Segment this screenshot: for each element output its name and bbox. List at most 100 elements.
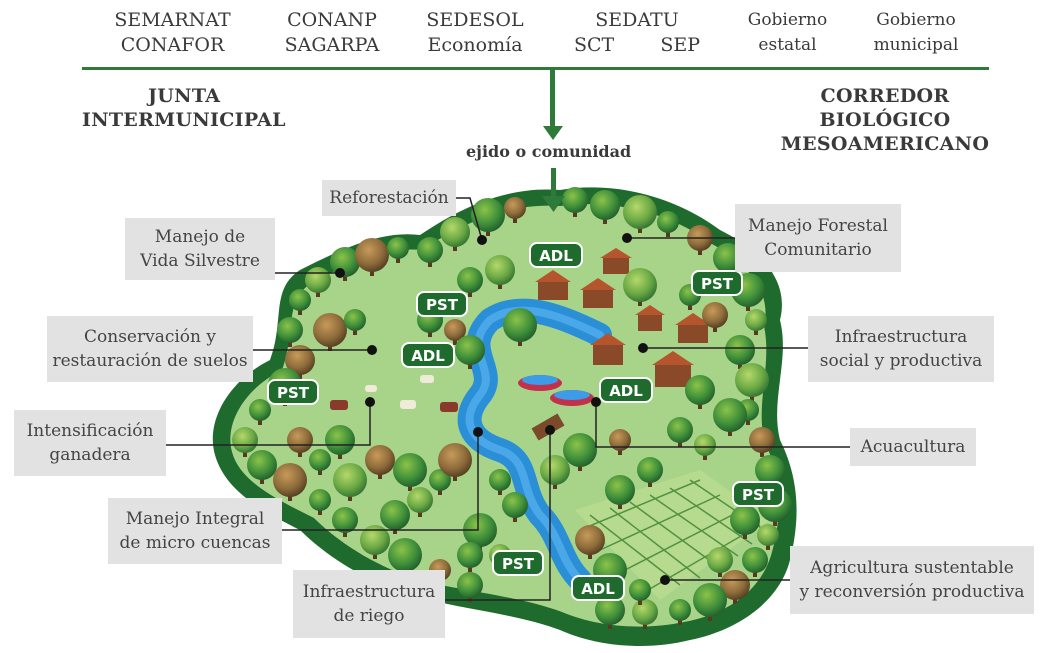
tree-canopy xyxy=(749,427,775,453)
tree-canopy xyxy=(444,319,466,341)
tree-canopy xyxy=(485,255,515,285)
label-line: Manejo de xyxy=(154,227,246,247)
header-divider-line xyxy=(82,67,989,70)
tree-canopy xyxy=(562,187,588,213)
label-line: Infraestructura xyxy=(834,327,968,347)
tree-canopy xyxy=(455,335,485,365)
tree-canopy xyxy=(457,572,483,598)
label-line: ganadera xyxy=(49,445,131,465)
tree-canopy xyxy=(685,375,715,405)
svg-text:PST: PST xyxy=(701,275,734,293)
tree-canopy xyxy=(313,313,347,347)
connector-lines xyxy=(165,197,850,601)
tree-canopy xyxy=(745,309,767,331)
label-line: restauración de suelos xyxy=(52,351,248,371)
tree-canopy xyxy=(742,547,768,573)
left-heading-line: JUNTA xyxy=(148,85,221,107)
tree-canopy xyxy=(730,505,760,535)
tree-canopy xyxy=(277,317,303,343)
badge-adl-2: ADL xyxy=(401,342,455,368)
tree-canopy xyxy=(667,417,693,443)
tree-canopy xyxy=(388,538,422,572)
tree-canopy xyxy=(669,599,691,621)
label-line: y reconversión productiva xyxy=(799,582,1025,602)
tree-canopy xyxy=(504,197,526,219)
label-line: Intensificación xyxy=(26,421,154,441)
badge-pst-4: PST xyxy=(732,481,784,507)
tree-canopy xyxy=(595,595,625,625)
label-conservacion-suelos: Conservación y restauración de suelos xyxy=(47,316,253,382)
tree-canopy xyxy=(438,443,472,477)
agency-line: SEDESOL xyxy=(426,9,524,31)
badge-adl-1: ADL xyxy=(529,242,583,268)
label-intensificacion-ganadera: Intensificación ganadera xyxy=(14,410,166,476)
tree-canopy xyxy=(720,570,750,600)
badge-pst-2: PST xyxy=(416,291,468,317)
agency-line: SAGARPA xyxy=(284,34,380,56)
tree-canopy xyxy=(540,455,570,485)
badge-adl-3: ADL xyxy=(599,377,653,403)
tree-canopy xyxy=(605,475,635,505)
agency-sedatu-sct-sep: SEDATU SCT SEP xyxy=(574,8,700,58)
tree-canopy xyxy=(360,525,390,555)
tree-canopy xyxy=(289,289,311,311)
agency-line: Economía xyxy=(427,34,523,56)
left-heading: JUNTA INTERMUNICIPAL xyxy=(82,84,286,132)
label-micro-cuencas: Manejo Integral de micro cuencas xyxy=(108,498,282,564)
down-arrow-shaft xyxy=(550,70,555,128)
tree-canopy xyxy=(309,449,331,471)
label-infraestructura-social: Infraestructura social y productiva xyxy=(808,316,994,382)
tree-canopy xyxy=(707,547,733,573)
tree-canopy xyxy=(694,434,716,456)
tree-canopy xyxy=(503,308,537,342)
center-label: ejido o comunidad xyxy=(466,142,632,161)
houses xyxy=(535,248,711,387)
tree-canopy xyxy=(429,469,451,491)
label-line: Infraestructura xyxy=(302,582,436,602)
label-line: Acuacultura xyxy=(860,437,966,457)
agency-gobierno-estatal: Gobierno estatal xyxy=(740,8,835,58)
tree-canopy xyxy=(232,427,258,453)
down-arrow-icon xyxy=(543,126,563,140)
label-manejo-forestal: Manejo Forestal Comunitario xyxy=(735,204,901,272)
left-heading-line: INTERMUNICIPAL xyxy=(82,109,286,131)
connector-dots xyxy=(335,233,670,585)
tree-canopy xyxy=(457,542,483,568)
tree-canopy xyxy=(693,583,727,617)
tree-canopy xyxy=(305,267,331,293)
tree-canopy xyxy=(463,513,497,547)
agency-line: CONANP xyxy=(287,9,377,31)
svg-text:ADL: ADL xyxy=(581,580,615,598)
tree-canopy xyxy=(637,457,663,483)
tree-canopy xyxy=(285,345,315,375)
tree-canopy xyxy=(407,487,433,513)
badge-pst-3: PST xyxy=(267,379,319,405)
agency-line: SEP xyxy=(660,34,700,56)
tree-canopy xyxy=(725,335,755,365)
agency-line: CONAFOR xyxy=(120,34,225,56)
label-line: de micro cuencas xyxy=(119,533,271,553)
tree-canopy xyxy=(502,492,528,518)
tree-canopy xyxy=(355,238,389,272)
tree-canopy xyxy=(623,195,657,229)
right-heading-line: CORREDOR BIOLÓGICO xyxy=(819,85,951,131)
label-line: Vida Silvestre xyxy=(140,251,260,271)
tree-canopy xyxy=(273,463,307,497)
tree-canopy xyxy=(609,429,631,451)
svg-text:PST: PST xyxy=(426,296,459,314)
tree-canopy xyxy=(632,599,658,625)
tree-canopy xyxy=(575,525,605,555)
tree-canopy xyxy=(440,217,470,247)
agency-line: Gobierno xyxy=(747,10,828,30)
tree-canopy xyxy=(489,469,511,491)
label-reforestacion: Reforestación xyxy=(322,180,456,216)
tree-canopy xyxy=(247,450,277,480)
label-line: Comunitario xyxy=(764,240,872,260)
label-line: Agricultura sustentable xyxy=(810,558,1014,578)
label-infraestructura-riego: Infraestructura de riego xyxy=(293,570,445,638)
tree-canopy xyxy=(417,237,443,263)
badge-adl-4: ADL xyxy=(571,575,625,601)
tree-canopy xyxy=(735,363,769,397)
tree-canopy xyxy=(629,579,651,601)
